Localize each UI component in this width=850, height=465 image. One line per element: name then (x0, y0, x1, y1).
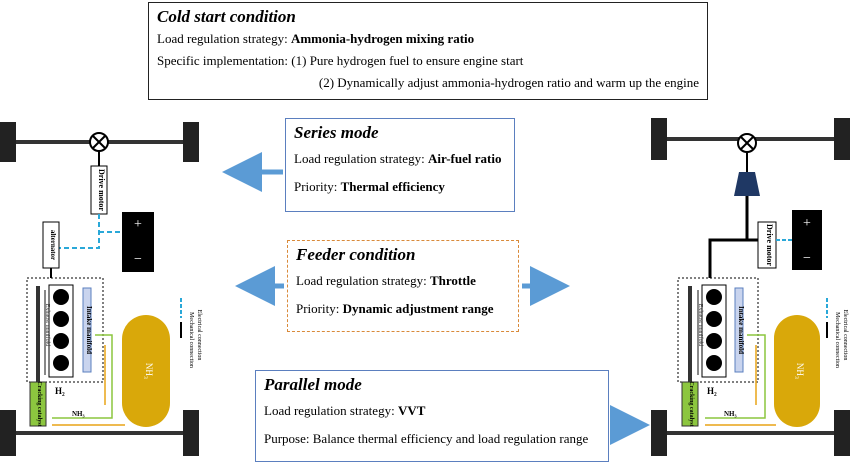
right-battery-minus: − (803, 251, 811, 266)
cold-start-strategy: Load regulation strategy: Ammonia-hydrog… (157, 31, 475, 46)
right-legend-electrical: Electrical connection (842, 310, 848, 361)
right-cylinder-4 (706, 355, 722, 371)
feeder-condition-title: Feeder condition (296, 245, 416, 264)
left-cylinder-3 (53, 333, 69, 349)
right-front-right-wheel (834, 118, 850, 160)
series-mode-priority: Priority: Thermal efficiency (294, 179, 445, 194)
right-cylinder-2 (706, 311, 722, 327)
cold-start-impl-1: Specific implementation: (1) Pure hydrog… (157, 53, 524, 68)
feeder-condition-box: Feeder condition Load regulation strateg… (287, 240, 519, 332)
right-battery-plus: + (803, 216, 811, 231)
right-front-left-wheel (651, 118, 667, 160)
left-cracking-label: Cracking catalyst (36, 381, 42, 426)
parallel-mode-title: Parallel mode (264, 375, 362, 394)
left-engine-block (26, 277, 104, 383)
right-h2-label: H₂ (707, 386, 717, 396)
parallel-mode-purpose: Purpose: Balance thermal efficiency and … (264, 431, 589, 446)
right-legend-mechanical: Mechanical connection (834, 312, 840, 368)
left-intake-label: Intake manifold (85, 306, 93, 354)
cold-start-box: Cold start condition Load regulation str… (148, 2, 708, 100)
right-cracking-catalyst (681, 381, 699, 427)
parallel-mode-strategy: Load regulation strategy: VVT (264, 403, 426, 418)
left-intake-manifold (82, 287, 92, 373)
left-exhaust-label: Exhaust manifold (44, 304, 51, 347)
left-cylinder-1 (53, 289, 69, 305)
left-legend-electrical: Electrical connection (196, 310, 202, 361)
left-battery (122, 212, 154, 272)
parallel-mode-box: Parallel mode Load regulation strategy: … (255, 370, 609, 462)
right-rear-right-wheel (834, 410, 850, 456)
right-drive-motor-label: Drive motor (765, 224, 774, 266)
right-cracking-label: Cracking catalyst (688, 381, 694, 426)
right-cylinder-3 (706, 333, 722, 349)
right-intake-manifold (734, 287, 744, 373)
right-nh3-tank-label: NH₃ (795, 363, 805, 379)
series-mode-strategy: Load regulation strategy: Air-fuel ratio (294, 151, 502, 166)
left-battery-plus: + (134, 217, 142, 232)
feeder-condition-priority: Priority: Dynamic adjustment range (296, 301, 494, 316)
right-transmission-icon (734, 172, 760, 196)
right-intake-label: Intake manifold (737, 306, 745, 354)
left-nh3-tank (122, 315, 170, 427)
series-mode-title: Series mode (294, 123, 379, 142)
right-vehicle: Drive motor + − Exhaust manifold Intake … (651, 118, 850, 456)
left-rear-left-wheel (0, 410, 16, 456)
left-vehicle: Drive motor + − alternator Exhaust manif… (0, 122, 202, 456)
left-alternator-label: alternator (49, 230, 57, 260)
left-nh3-small-label: NH₃ (72, 410, 85, 418)
right-drive-motor (757, 221, 777, 269)
right-exhaust-label: Exhaust manifold (697, 304, 704, 347)
left-legend-mechanical: Mechanical connection (188, 312, 194, 368)
left-nh3-tank-label: NH₃ (144, 363, 154, 379)
left-cylinder-4 (53, 355, 69, 371)
series-mode-box: Series mode Load regulation strategy: Ai… (285, 118, 515, 212)
left-cracking-catalyst (29, 381, 47, 427)
cold-start-title: Cold start condition (157, 7, 296, 26)
left-front-right-wheel (183, 122, 199, 162)
right-battery (792, 210, 822, 270)
left-battery-minus: − (134, 252, 142, 267)
right-nh3-small-label: NH₃ (724, 410, 737, 418)
left-front-left-wheel (0, 122, 16, 162)
cold-start-impl-2: (2) Dynamically adjust ammonia-hydrogen … (318, 75, 699, 90)
left-h2-label: H₂ (55, 386, 65, 396)
right-rear-left-wheel (651, 410, 667, 456)
left-rear-right-wheel (183, 410, 199, 456)
right-cylinder-1 (706, 289, 722, 305)
left-drive-motor-label: Drive motor (97, 169, 106, 211)
left-cylinder-2 (53, 311, 69, 327)
right-engine-block (677, 277, 759, 383)
feeder-condition-strategy: Load regulation strategy: Throttle (296, 273, 476, 288)
right-nh3-tank (774, 315, 820, 427)
